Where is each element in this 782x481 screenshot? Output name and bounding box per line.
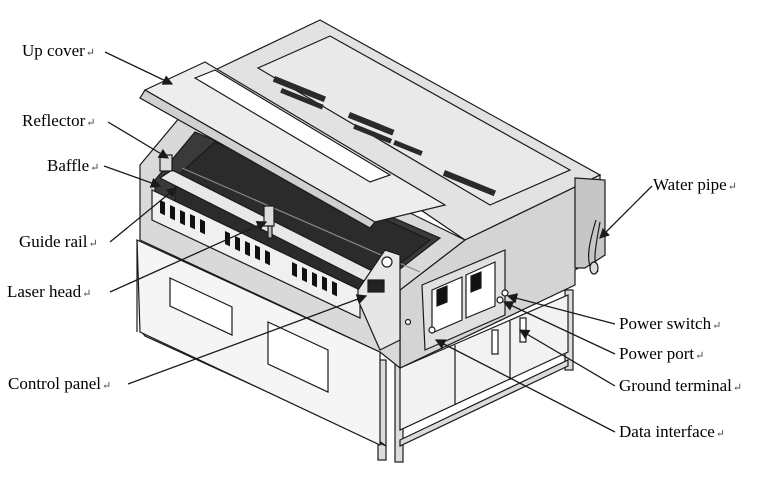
- water-pipe: [588, 219, 601, 275]
- label-water-pipe: Water pipe↵: [653, 175, 737, 194]
- label-baffle: Baffle↵: [47, 156, 100, 175]
- label-control-panel: Control panel↵: [8, 374, 112, 393]
- control-panel-drawing: [357, 249, 401, 351]
- label-up-cover: Up cover↵: [22, 41, 95, 60]
- up-cover: [139, 61, 447, 229]
- label-laser-head: Laser head↵: [7, 282, 92, 301]
- side-ports: [404, 249, 509, 351]
- front-slots: [160, 199, 337, 297]
- leader-lines: [103, 51, 653, 433]
- label-reflector: Reflector↵: [22, 111, 96, 130]
- label-power-switch: Power switch↵: [619, 314, 722, 333]
- label-ground-terminal: Ground terminal↵: [619, 376, 743, 395]
- label-data-interface: Data interface↵: [619, 422, 726, 441]
- label-guide-rail: Guide rail↵: [19, 232, 98, 251]
- label-power-port: Power port↵: [619, 344, 705, 363]
